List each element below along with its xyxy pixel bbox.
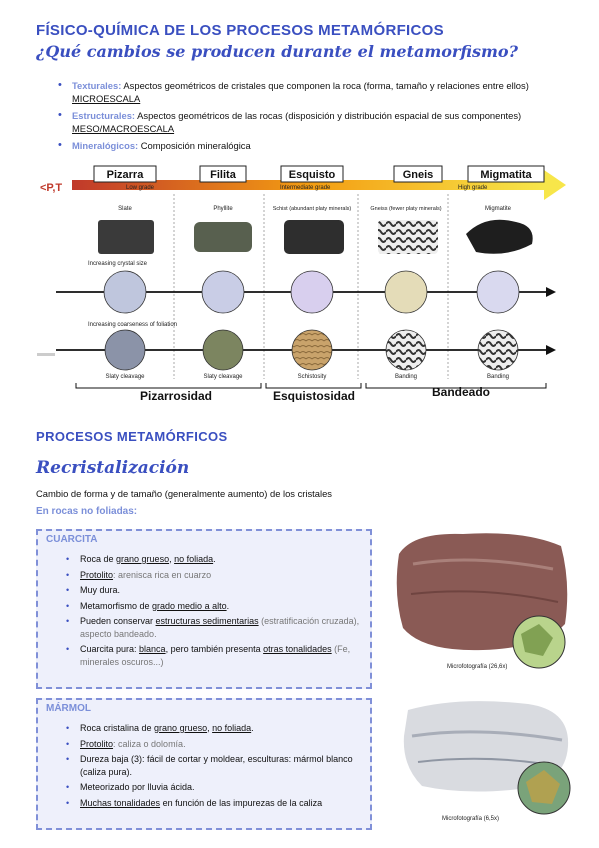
specimen-label: Slate [118,206,132,212]
list-item: • Mineralógicos: Composición mineralógic… [58,139,572,152]
migmatite-specimen [466,219,533,254]
page-title: FÍSICO-QUÍMICA DE LOS PROCESOS METAMÓRFI… [36,22,444,39]
micrograph-label: Microfotografía (26,6x) [447,664,507,670]
marble-photo: Microfotografía (6,5x) [403,701,571,822]
rock-name: Filita [210,169,237,181]
arrow-head-icon [544,170,566,200]
list-item: •Meteorizado por lluvia ácida. [66,782,195,792]
item-text: Aspectos geométricos de cristales que co… [121,80,529,91]
list-item: •Metamorfismo de grado medio a alto. [66,600,230,611]
foliation-label: Slaty cleavage [203,374,243,380]
foliation-label: Slaty cleavage [105,374,145,380]
microstructure-circle [384,270,428,314]
list-item: • Texturales: Aspectos geométricos de cr… [58,79,572,105]
list-item: • Estructurales: Aspectos geométricos de… [58,109,572,135]
foliation-label: Schistosity [298,374,327,380]
list-item: •Muy dura. [66,585,121,595]
phyllite-specimen [194,222,252,252]
list-item: •Dureza baja (3): fácil de cortar y mold… [66,754,353,777]
slate-specimen [98,220,154,254]
foliation-circle [291,329,333,371]
process-title: Recristalización [36,458,190,478]
list-item: •Muchas tonalidades en función de las im… [66,797,323,808]
arrow-head-icon [546,345,556,355]
foliation-circle [385,329,427,371]
grade-label: High grade [458,185,488,191]
microstructure-circle [201,270,245,314]
specimen-label: Migmatite [485,206,512,212]
list-item: •Protolito: caliza o dolomía. [66,738,186,749]
scale-label: MESO/MACROESCALA [72,123,175,134]
grade-arrow [72,180,544,190]
arrow-head-icon [546,287,556,297]
row-label: Increasing coarseness of foliation [88,322,177,328]
rock-name: Esquisto [289,169,336,181]
list-item: •Roca de grano grueso, no foliada. [66,554,216,564]
scale-label: MICROESCALA [72,93,141,104]
row-label: Increasing crystal size [88,261,148,267]
group-label: Pizarrosidad [140,389,212,402]
item-text: Composición mineralógica [138,140,251,151]
micrograph-label: Microfotografía (6,5x) [442,816,499,822]
item-text: Aspectos geométricos de las rocas (dispo… [135,110,522,121]
grade-label: Intermediate grade [280,185,331,191]
process-description: Cambio de forma y de tamaño (generalment… [36,488,332,499]
section-title: PROCESOS METAMÓRFICOS [36,429,228,444]
microstructure-circle [476,270,520,314]
group-label: Esquistosidad [273,389,355,402]
bullet-icon: • [58,139,62,151]
bullet-icon: • [58,109,62,121]
rock-name: Migmatita [480,169,532,181]
group-label: Bandeado [432,385,490,399]
foliation-circle [477,329,519,371]
specimen-label: Schist (abundant platy minerals) [273,206,352,212]
divider [37,353,55,356]
box-title: MÁRMOL [46,703,91,714]
keyword: Estructurales: [72,110,136,121]
list-item: •Protolito: arenisca rica en cuarzo [66,569,212,580]
microstructure-circle [103,270,147,314]
specimen-label: Phyllite [213,206,233,212]
schist-specimen [284,220,344,254]
box-title: CUARCITA [46,534,98,545]
foliation-label: Banding [487,374,509,380]
keyword: Mineralógicos: [72,140,139,151]
pt-label: <P,T [40,182,62,194]
keyword: Texturales: [72,80,122,91]
cuarcita-list: •Roca de grano grueso, no foliada. •Prot… [66,553,360,668]
grade-label: Low grade [126,185,155,191]
gneiss-specimen [378,220,438,254]
page-subtitle: ¿Qué cambios se producen durante el meta… [36,42,518,61]
list-item: •Cuarcita pura: blanca, pero también pre… [66,644,351,667]
quartzite-photo: Microfotografía (26,6x) [396,533,568,670]
cuarcita-box: CUARCITA •Roca de grano grueso, no folia… [36,529,372,689]
metamorphic-grade-figure: <P,T Low grade Intermediate grade High g… [36,164,566,402]
microstructure-circle [290,270,334,314]
list-item: •Roca cristalina de grano grueso, no fol… [66,723,254,733]
marmol-list: •Roca cristalina de grano grueso, no fol… [66,722,360,809]
bullet-icon: • [58,79,62,91]
specimen-label: Gneiss (fewer platy minerals) [370,206,441,212]
subheading: En rocas no foliadas: [36,506,138,517]
rock-name: Gneis [403,169,434,181]
foliation-label: Banding [395,374,417,380]
marmol-box: MÁRMOL •Roca cristalina de grano grueso,… [36,698,372,830]
foliation-circle [202,329,244,371]
rock-name: Pizarra [107,169,145,181]
list-item: •Pueden conservar estructuras sedimentar… [66,616,360,639]
foliation-circle [104,329,146,371]
